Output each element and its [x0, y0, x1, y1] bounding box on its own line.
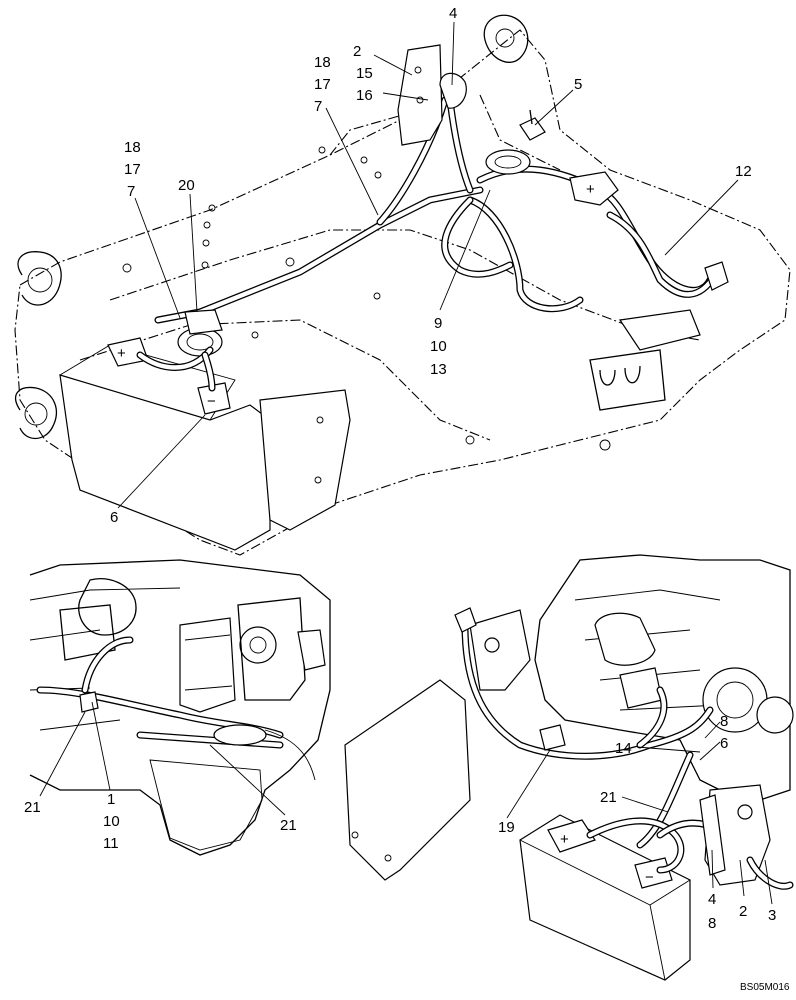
callout-top-7-left: 7: [127, 183, 135, 200]
svg-text:+: +: [560, 831, 569, 848]
battery-box-top: [59, 374, 271, 551]
leaders-bottom-right: [506, 721, 773, 905]
cable-cap-top: [454, 607, 477, 633]
callout-top-18-left: 18: [124, 139, 141, 156]
callout-top-2: 2: [353, 43, 361, 60]
bottom-left-view: [29, 559, 331, 856]
callout-top-15: 15: [356, 65, 373, 82]
main-battery-cable: [154, 186, 484, 324]
battery-terminal-positive: [107, 337, 149, 367]
bolt-5: [519, 117, 546, 141]
svg-text:+: +: [117, 345, 126, 362]
callouts-top: 4 2 15 16 18 17 7 5 18 17 7 20 12 9 10 1…: [110, 5, 752, 526]
bracket-left-pump: [297, 629, 326, 671]
callouts-bottom-left: 21 1 10 11 21: [24, 791, 297, 852]
alternator-left: [78, 578, 137, 636]
right-cable-bundle-2: [466, 196, 584, 313]
pivot-hole-right: [495, 28, 515, 48]
callout-bl-11: 11: [103, 835, 119, 852]
callout-top-17-left: 17: [124, 161, 141, 178]
callout-br-19: 19: [498, 819, 515, 836]
callout-top-7-upper: 7: [314, 98, 322, 115]
callout-top-4: 4: [449, 5, 457, 22]
callout-br-14: 14: [615, 740, 632, 757]
ground-bolt: [484, 637, 500, 653]
disconnect-bolt: [737, 804, 753, 820]
callout-bl-10: 10: [103, 813, 120, 830]
leaders-bottom-left: [39, 701, 286, 816]
starter-left: [59, 604, 116, 661]
cable-clip-19: [539, 724, 566, 751]
callout-br-6: 6: [720, 735, 728, 752]
callout-top-5: 5: [574, 76, 582, 93]
mounting-holes: [122, 146, 611, 451]
pivot-hole-bottom: [24, 402, 48, 426]
negative-terminal-top: [197, 382, 231, 415]
positive-terminal-right: [547, 819, 596, 853]
fuel-filter: [179, 617, 236, 713]
clamp-21-left: [79, 691, 99, 713]
pivot-hole-top: [27, 267, 53, 293]
callout-top-12: 12: [735, 163, 752, 180]
callout-br-4: 4: [708, 891, 716, 908]
callout-bl-21-left: 21: [24, 799, 41, 816]
callout-top-10: 10: [430, 338, 447, 355]
callout-br-21: 21: [600, 789, 617, 806]
callout-bl-1: 1: [107, 791, 115, 808]
cable-loop-lower-left: [213, 724, 267, 746]
clamp-20: [184, 309, 223, 335]
battery-side-bracket: [259, 389, 351, 531]
callouts-bottom-right: 8 6 14 19 21 4 8 2 3: [498, 713, 776, 932]
turbo-outlet: [756, 696, 794, 734]
svg-text:−: −: [645, 869, 654, 886]
chassis-lower-line: [79, 319, 491, 441]
cable-boot-top: [439, 72, 467, 109]
svg-text:−: −: [207, 393, 216, 410]
left-pivot: [17, 251, 62, 306]
battery-side-panel: [344, 679, 471, 881]
top-view: + + −: [14, 14, 791, 556]
leaders-top: [117, 21, 739, 509]
chassis-rail: [329, 94, 561, 171]
upper-right-pivot: [483, 14, 529, 63]
ground-plate: [469, 609, 531, 691]
callout-top-16: 16: [356, 87, 373, 104]
turbo-housing: [702, 667, 768, 733]
engine-block-left: [29, 559, 331, 856]
callout-top-20: 20: [178, 177, 195, 194]
lower-left-pivot: [15, 386, 57, 440]
callout-top-13: 13: [430, 361, 447, 378]
cable-end-connector-12: [704, 261, 729, 291]
negative-terminal-right: [634, 857, 673, 889]
oil-pan: [149, 759, 263, 851]
callout-br-8-lower: 8: [708, 915, 716, 932]
callout-top-18-upper: 18: [314, 54, 331, 71]
bottom-right-view: + −: [344, 554, 794, 981]
grommet-loop-right: [485, 149, 531, 175]
figure-id-label: BS05M016: [740, 982, 790, 993]
callout-top-6: 6: [110, 509, 118, 526]
starter-right: [594, 612, 656, 666]
pump-body: [237, 597, 306, 701]
starter-solenoid: [619, 667, 663, 709]
upper-mounting-bracket: [397, 44, 443, 146]
callout-top-9: 9: [434, 315, 442, 332]
comb-bracket: [589, 349, 666, 411]
svg-text:+: +: [586, 181, 595, 198]
callout-top-17-upper: 17: [314, 76, 331, 93]
injection-pump-gear: [239, 626, 277, 664]
clamp-bracket-right: [618, 309, 701, 351]
battery-box-right: [519, 814, 691, 981]
callout-br-3: 3: [768, 907, 776, 924]
callout-br-8-upper: 8: [720, 713, 728, 730]
callout-br-2: 2: [739, 903, 747, 920]
positive-terminal-top: [569, 171, 619, 206]
disconnect-plate: [699, 794, 726, 876]
callout-bl-21-right: 21: [280, 817, 297, 834]
